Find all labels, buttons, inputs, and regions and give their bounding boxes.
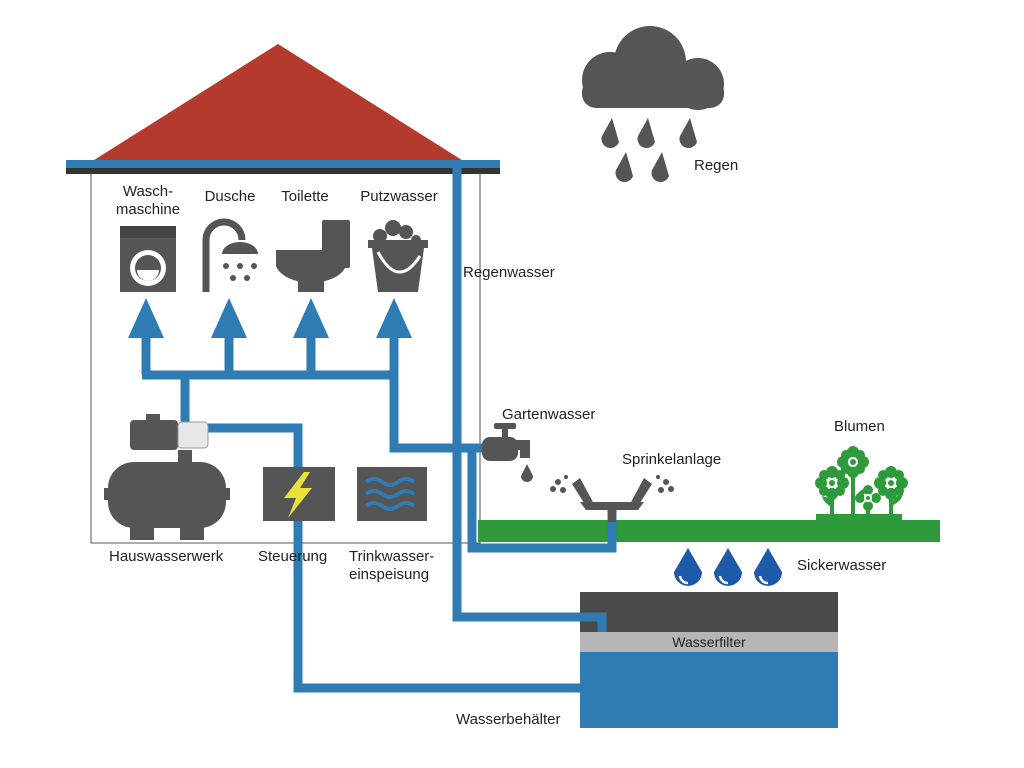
- seepage-drops: [674, 548, 782, 586]
- arrow-up-icon: [211, 298, 247, 338]
- washing-machine-icon: [120, 226, 176, 292]
- tank-label: Wasserbehälter: [456, 711, 561, 728]
- rain-label: Regen: [694, 157, 739, 174]
- faucet-feed-pipe: [389, 375, 482, 453]
- label-line: Trinkwasser-: [349, 548, 435, 565]
- faucet-label: Gartenwasser: [502, 406, 596, 423]
- flowers-icon: [815, 446, 908, 520]
- filter-label: Wasserfilter: [672, 634, 746, 650]
- label-line: Wasch-: [122, 183, 174, 200]
- waves-icon: [357, 467, 427, 521]
- tank-top: [580, 592, 838, 632]
- rain-cloud-icon: [582, 26, 724, 183]
- appliance-label-toilet: Toilette: [281, 188, 329, 205]
- sprinkler-pipe: [467, 448, 617, 553]
- flow-arrows: [128, 298, 412, 338]
- water-drop-icon: [714, 548, 742, 586]
- lawn: [478, 520, 940, 542]
- arrow-up-icon: [128, 298, 164, 338]
- roof-eave: [66, 168, 500, 174]
- appliance-label-bucket: Putzwasser: [360, 188, 438, 205]
- water-drop-icon: [674, 548, 702, 586]
- arrow-up-icon: [293, 298, 329, 338]
- sprinkler-label: Sprinkelanlage: [622, 451, 722, 468]
- house-roof: [91, 44, 465, 162]
- shower-icon: [202, 218, 258, 292]
- toilet-icon: [276, 220, 350, 292]
- pipes: [141, 168, 617, 693]
- appliance-label-washing-machine: Wasch- maschine: [110, 183, 186, 219]
- bucket-icon: [368, 220, 428, 292]
- pump-label: Hauswasserwerk: [109, 548, 224, 565]
- roof-gutter: [66, 160, 500, 168]
- seepage-label: Sickerwasser: [797, 557, 887, 574]
- tank-water: [580, 652, 838, 728]
- suction-pipe: [208, 423, 580, 693]
- arrow-up-icon: [376, 298, 412, 338]
- pump-icon: [104, 414, 230, 540]
- tank-filter: [580, 632, 838, 652]
- appliance-label-shower: Dusche: [204, 188, 256, 205]
- rainwater-label: Regenwasser: [463, 264, 555, 281]
- faucet-icon: [482, 423, 533, 482]
- label-line: einspeisung: [349, 566, 430, 583]
- rainwater-pipe: [452, 168, 607, 632]
- water-drop-icon: [754, 548, 782, 586]
- lightning-icon: [263, 467, 335, 521]
- label-line: maschine: [115, 201, 181, 218]
- flowers-label: Blumen: [834, 418, 885, 435]
- sprinkler-icon: [550, 475, 674, 522]
- drinking-water-label: Trinkwasser- einspeisung: [349, 548, 434, 584]
- control-label: Steuerung: [258, 548, 328, 565]
